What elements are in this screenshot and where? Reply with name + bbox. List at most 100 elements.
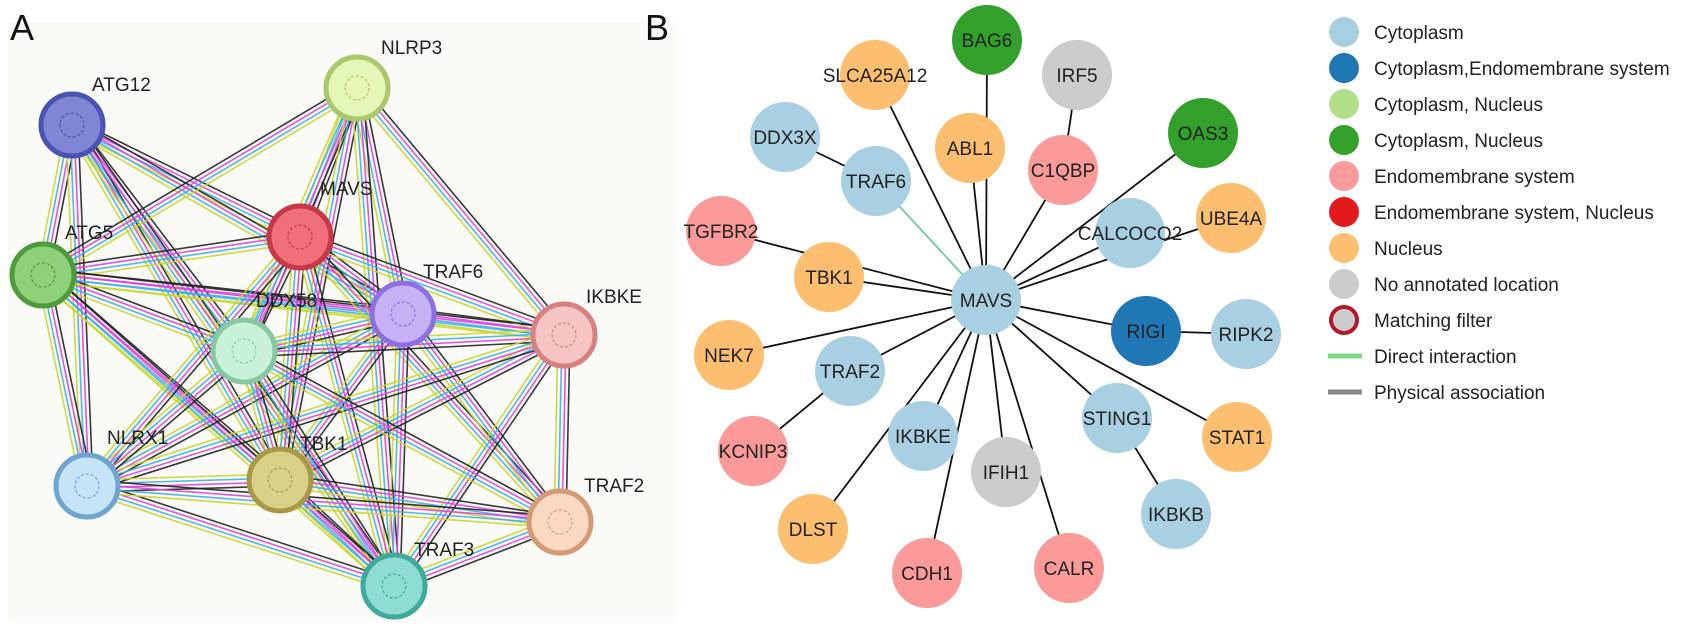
node-nlrx1[interactable]: NLRX1	[53, 428, 168, 520]
node-circle	[1202, 402, 1272, 472]
node-traf2[interactable]: TRAF2	[526, 476, 644, 556]
node-label: IKBKE	[895, 427, 951, 448]
node-stat1[interactable]: STAT1	[1202, 402, 1272, 472]
node-circle	[686, 196, 756, 266]
node-traf2[interactable]: TRAF2	[815, 336, 885, 406]
node-ripk2[interactable]: RIPK2	[1211, 299, 1281, 369]
protein-structure-icon	[390, 301, 416, 327]
node-label: CALR	[1044, 559, 1095, 580]
node-label: IKBKE	[586, 287, 642, 308]
node-cdh1[interactable]: CDH1	[892, 538, 962, 608]
node-circle	[888, 401, 958, 471]
edge-strand	[397, 317, 556, 527]
edge-strand	[76, 120, 250, 348]
node-circle	[1082, 383, 1152, 453]
node-label: TRAF6	[423, 262, 483, 283]
node-oas3[interactable]: OAS3	[1168, 98, 1238, 168]
node-label: STAT1	[1209, 428, 1265, 449]
edge-strand	[87, 479, 561, 517]
node-atg5[interactable]: ATG5	[9, 223, 113, 309]
node-irf5[interactable]: IRF5	[1042, 40, 1112, 110]
node-label: NEK7	[704, 346, 754, 367]
node-ikbke[interactable]: IKBKE	[888, 401, 958, 471]
legend-swatch	[1329, 269, 1359, 299]
node-c1qbp[interactable]: C1QBP	[1028, 135, 1098, 205]
legend-swatch	[1329, 125, 1359, 155]
edge-strand	[38, 278, 391, 592]
edge-strand	[74, 118, 303, 233]
node-bag6[interactable]: BAG6	[952, 5, 1022, 75]
edge-strand	[82, 345, 241, 483]
edge-mavs-nek7	[728, 299, 987, 356]
edge-strand	[42, 234, 300, 274]
node-tbk1[interactable]: TBK1	[794, 242, 864, 312]
legend-item-physical-association-10: Physical association	[1328, 383, 1545, 404]
node-label: CALCOCO2	[1078, 224, 1183, 245]
edge-strand	[44, 268, 247, 347]
edge-ddx58-traf2	[240, 345, 564, 528]
node-kcnip3[interactable]: KCNIP3	[718, 416, 788, 486]
node-abl1[interactable]: ABL1	[935, 113, 1005, 183]
node-sting1[interactable]: STING1	[1082, 383, 1152, 453]
edge-atg5-mavs	[42, 230, 301, 282]
edge-strand	[36, 276, 82, 488]
node-circle	[1034, 533, 1104, 603]
legend-swatch	[1329, 197, 1359, 227]
edge-strand	[354, 88, 402, 315]
node-circle	[369, 280, 437, 348]
node-mavs[interactable]: MAVS	[951, 265, 1021, 335]
protein-structure-icon	[267, 467, 293, 493]
edge-traf6-traf3	[387, 313, 410, 587]
node-calcoco2[interactable]: CALCOCO2	[1078, 198, 1183, 268]
protein-structure-icon	[551, 322, 577, 348]
node-circle	[1141, 479, 1211, 549]
node-ube4a[interactable]: UBE4A	[1196, 183, 1266, 253]
node-ikbkb[interactable]: IKBKB	[1141, 479, 1211, 549]
node-ddx58[interactable]: DDX58	[210, 291, 317, 385]
node-circle	[892, 538, 962, 608]
node-label: SLCA25A12	[823, 66, 928, 87]
node-slca25a12[interactable]: SLCA25A12	[823, 40, 928, 110]
legend-item-cytoplasm-0: Cytoplasm	[1329, 17, 1464, 47]
node-circle	[951, 265, 1021, 335]
node-calr[interactable]: CALR	[1034, 533, 1104, 603]
node-traf6[interactable]: TRAF6	[841, 146, 911, 216]
node-label: STING1	[1083, 409, 1152, 430]
edge-strand	[297, 237, 560, 524]
edge-strand	[280, 473, 562, 517]
edge-strand	[300, 234, 565, 334]
edge-strand	[84, 490, 393, 593]
edge-strand	[66, 128, 240, 356]
edge-strand	[354, 88, 564, 337]
edge-strand	[357, 86, 567, 335]
edge-strand	[43, 272, 245, 350]
edge-strand	[72, 122, 302, 236]
node-rigi[interactable]: RIGI	[1111, 296, 1181, 366]
edge-strand	[69, 125, 279, 482]
node-ddx3x[interactable]: DDX3X	[750, 102, 820, 172]
node-nlrp3[interactable]: NLRP3	[323, 38, 442, 122]
legend-label: Matching filter	[1374, 311, 1493, 332]
node-tgfbr2[interactable]: TGFBR2	[684, 196, 759, 266]
edge-strand	[85, 311, 403, 485]
edge-strand	[42, 276, 564, 338]
node-tbk1[interactable]: TBK1	[246, 434, 348, 514]
edge-strand	[86, 487, 394, 589]
node-ikbke[interactable]: IKBKE	[530, 287, 642, 369]
edge-ikbke-traf3	[388, 331, 570, 590]
node-circle	[266, 203, 334, 271]
node-label: UBE4A	[1200, 209, 1263, 230]
node-traf6[interactable]: TRAF6	[369, 262, 483, 348]
legend-label: Direct interaction	[1374, 347, 1517, 368]
node-traf3[interactable]: TRAF3	[360, 540, 474, 620]
node-nek7[interactable]: NEK7	[694, 320, 764, 390]
node-atg12[interactable]: ATG12	[38, 75, 151, 159]
node-circle	[38, 91, 106, 159]
edge-strand	[391, 313, 402, 586]
edge-atg5-ikbke	[42, 268, 565, 342]
node-ifih1[interactable]: IFIH1	[971, 437, 1041, 507]
node-mavs[interactable]: MAVS	[266, 179, 372, 271]
node-dlst[interactable]: DLST	[778, 494, 848, 564]
edge-atg5-traf3	[38, 269, 399, 592]
edge-strand	[88, 479, 397, 582]
